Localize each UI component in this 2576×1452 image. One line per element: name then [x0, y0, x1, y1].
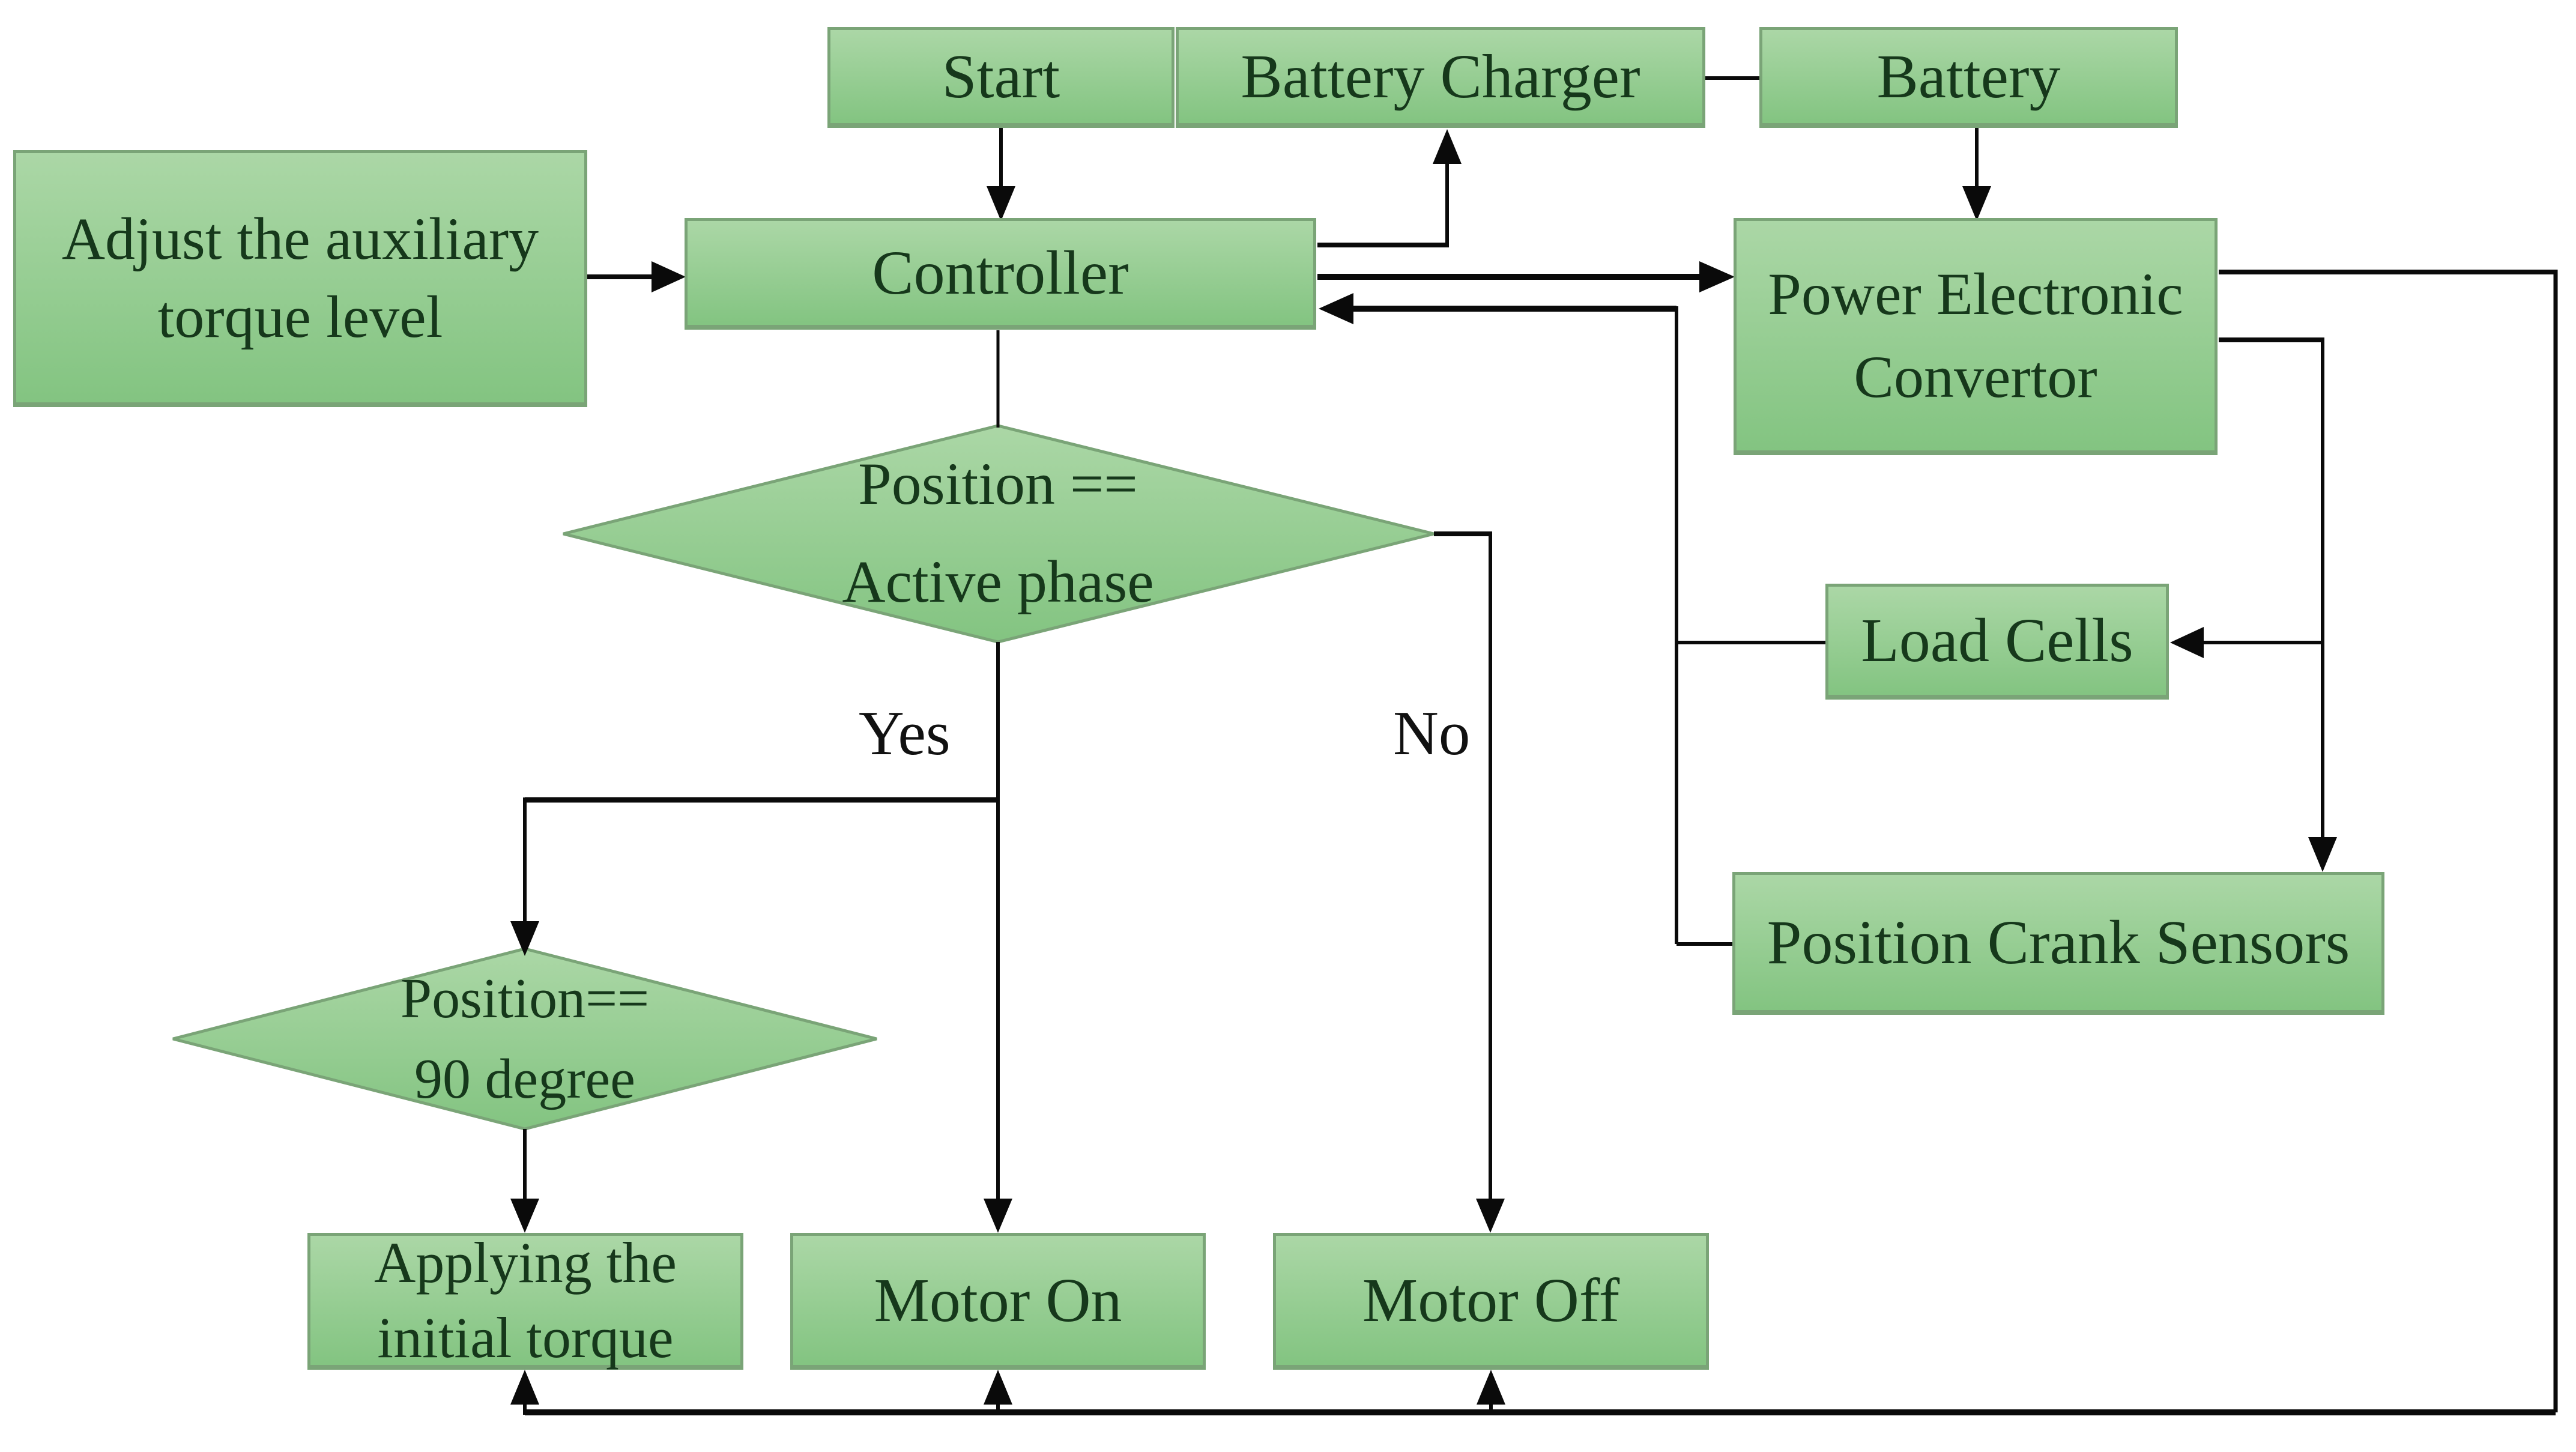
decision-90-degree-shape	[172, 947, 877, 1131]
edge-yes-to-motor-on	[984, 642, 1012, 1233]
node-controller: Controller	[685, 218, 1316, 330]
node-load-cells: Load Cells	[1825, 584, 2169, 700]
edge-no-to-motor-off	[1434, 531, 1505, 1233]
decision-90-degree-line1: Position==	[400, 967, 650, 1030]
decision-90-degree-label: Position== 90 degree	[225, 967, 825, 1110]
edge-controller-to-battery-charger	[1317, 129, 1462, 247]
edge-battery-to-power-converter	[1962, 128, 1991, 221]
edge-label-no: No	[1393, 698, 1471, 768]
node-start: Start	[827, 27, 1175, 128]
node-applying-initial-torque: Applying the initial torque	[307, 1230, 743, 1370]
edge-power-converter-to-sensors	[2170, 337, 2337, 872]
decision-active-phase-line2: Active phase	[842, 548, 1154, 615]
edge-label-yes: Yes	[859, 698, 951, 768]
decision-active-phase-label: Position == Active phase	[638, 440, 1358, 626]
edge-adjust-to-controller	[587, 261, 686, 292]
edge-controller-to-power-converter	[1317, 261, 1735, 292]
decision-active-phase-line1: Position ==	[858, 450, 1138, 517]
edge-sensors-feedback-to-controller	[1319, 293, 1827, 946]
node-power-electronic-convertor: Power Electronic Convertor	[1734, 218, 2218, 455]
node-position-crank-sensors: Position Crank Sensors	[1732, 872, 2384, 1015]
edge-start-to-controller	[987, 128, 1015, 221]
edge-bottom-feedback-rail	[510, 1370, 2556, 1415]
node-adjust-torque: Adjust the auxiliary torque level	[13, 150, 587, 407]
edge-decision-90-to-applying	[510, 1129, 539, 1233]
node-battery: Battery	[1759, 27, 2178, 128]
decision-90-degree-line2: 90 degree	[414, 1048, 635, 1110]
node-motor-off: Motor Off	[1273, 1233, 1709, 1370]
node-battery-charger: Battery Charger	[1176, 27, 1705, 128]
edge-power-converter-right-loop	[2219, 270, 2558, 1412]
node-motor-on: Motor On	[790, 1233, 1206, 1370]
edge-yes-to-decision-90	[510, 797, 998, 956]
